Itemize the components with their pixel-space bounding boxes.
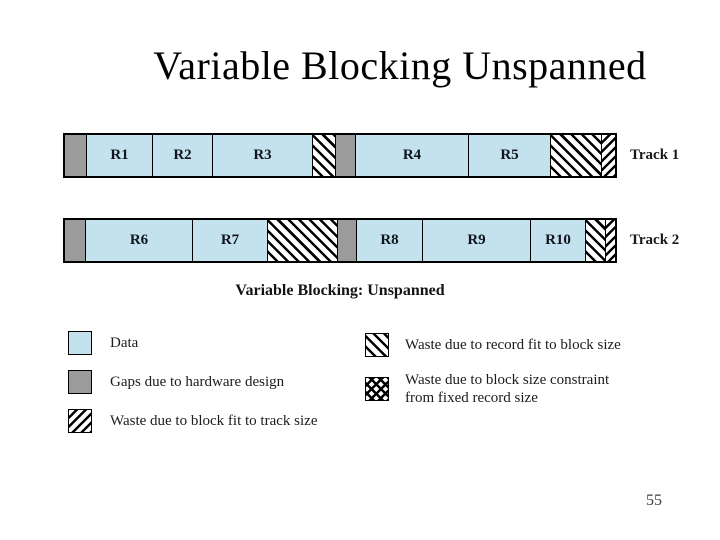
waste-record-fit-swatch: [365, 333, 389, 357]
gap-block: [335, 135, 355, 176]
waste-record-fit-block: [585, 220, 605, 261]
record-label: R6: [129, 232, 149, 248]
legend-item: Waste due to record fit to block size: [365, 333, 621, 357]
legend-label: Waste due to record fit to block size: [405, 337, 621, 353]
record-label: R8: [380, 232, 399, 248]
waste-record-fit-block: [267, 220, 337, 261]
record-block-r2: R2: [152, 135, 212, 176]
diagram-caption: Variable Blocking: Unspanned: [235, 282, 445, 299]
track-label: Track 1: [630, 147, 680, 163]
data-swatch: [68, 331, 92, 355]
record-label: R1: [110, 147, 129, 163]
gap-block: [65, 220, 85, 261]
record-label: R4: [402, 147, 422, 163]
record-label: R7: [220, 232, 240, 248]
record-label: R9: [467, 232, 486, 248]
track-row: R6 R7 R8 R9 R10 Track 2: [63, 218, 679, 263]
legend-item: Data: [68, 331, 317, 355]
record-block-r6: R6: [85, 220, 192, 261]
record-label: R2: [173, 147, 192, 163]
record-block-r4: R4: [355, 135, 468, 176]
legend-label: Waste due to block fit to track size: [110, 413, 318, 429]
waste-track-fit-block: [605, 220, 615, 261]
slide-title: Variable Blocking Unspanned: [153, 43, 647, 88]
legend-item: Gaps due to hardware design: [68, 370, 317, 394]
track-bar: R6 R7 R8 R9 R10: [63, 218, 617, 263]
record-block-r3: R3: [212, 135, 312, 176]
waste-track-fit-block: [601, 135, 615, 176]
gap-block: [337, 220, 356, 261]
record-label: R5: [500, 147, 519, 163]
waste-fixed-record-swatch: [365, 377, 389, 401]
page-number: 55: [646, 492, 662, 509]
record-label: R10: [545, 232, 571, 248]
legend-item: Waste due to block fit to track size: [68, 409, 317, 433]
waste-record-fit-block: [312, 135, 335, 176]
record-block-r1: R1: [86, 135, 152, 176]
record-label: R3: [253, 147, 272, 163]
record-block-r7: R7: [192, 220, 267, 261]
legend-label: Gaps due to hardware design: [110, 374, 285, 390]
track-label: Track 2: [630, 232, 680, 248]
waste-track-fit-swatch: [68, 409, 92, 433]
gap-block: [65, 135, 86, 176]
track-row: R1 R2 R3 R4 R5 Track 1: [63, 133, 679, 178]
record-block-r8: R8: [356, 220, 422, 261]
waste-record-fit-block: [550, 135, 601, 176]
record-block-r9: R9: [422, 220, 530, 261]
record-block-r5: R5: [468, 135, 550, 176]
legend-label: Data: [110, 335, 139, 351]
gap-swatch: [68, 370, 92, 394]
record-block-r10: R10: [530, 220, 585, 261]
track-bar: R1 R2 R3 R4 R5: [63, 133, 617, 178]
